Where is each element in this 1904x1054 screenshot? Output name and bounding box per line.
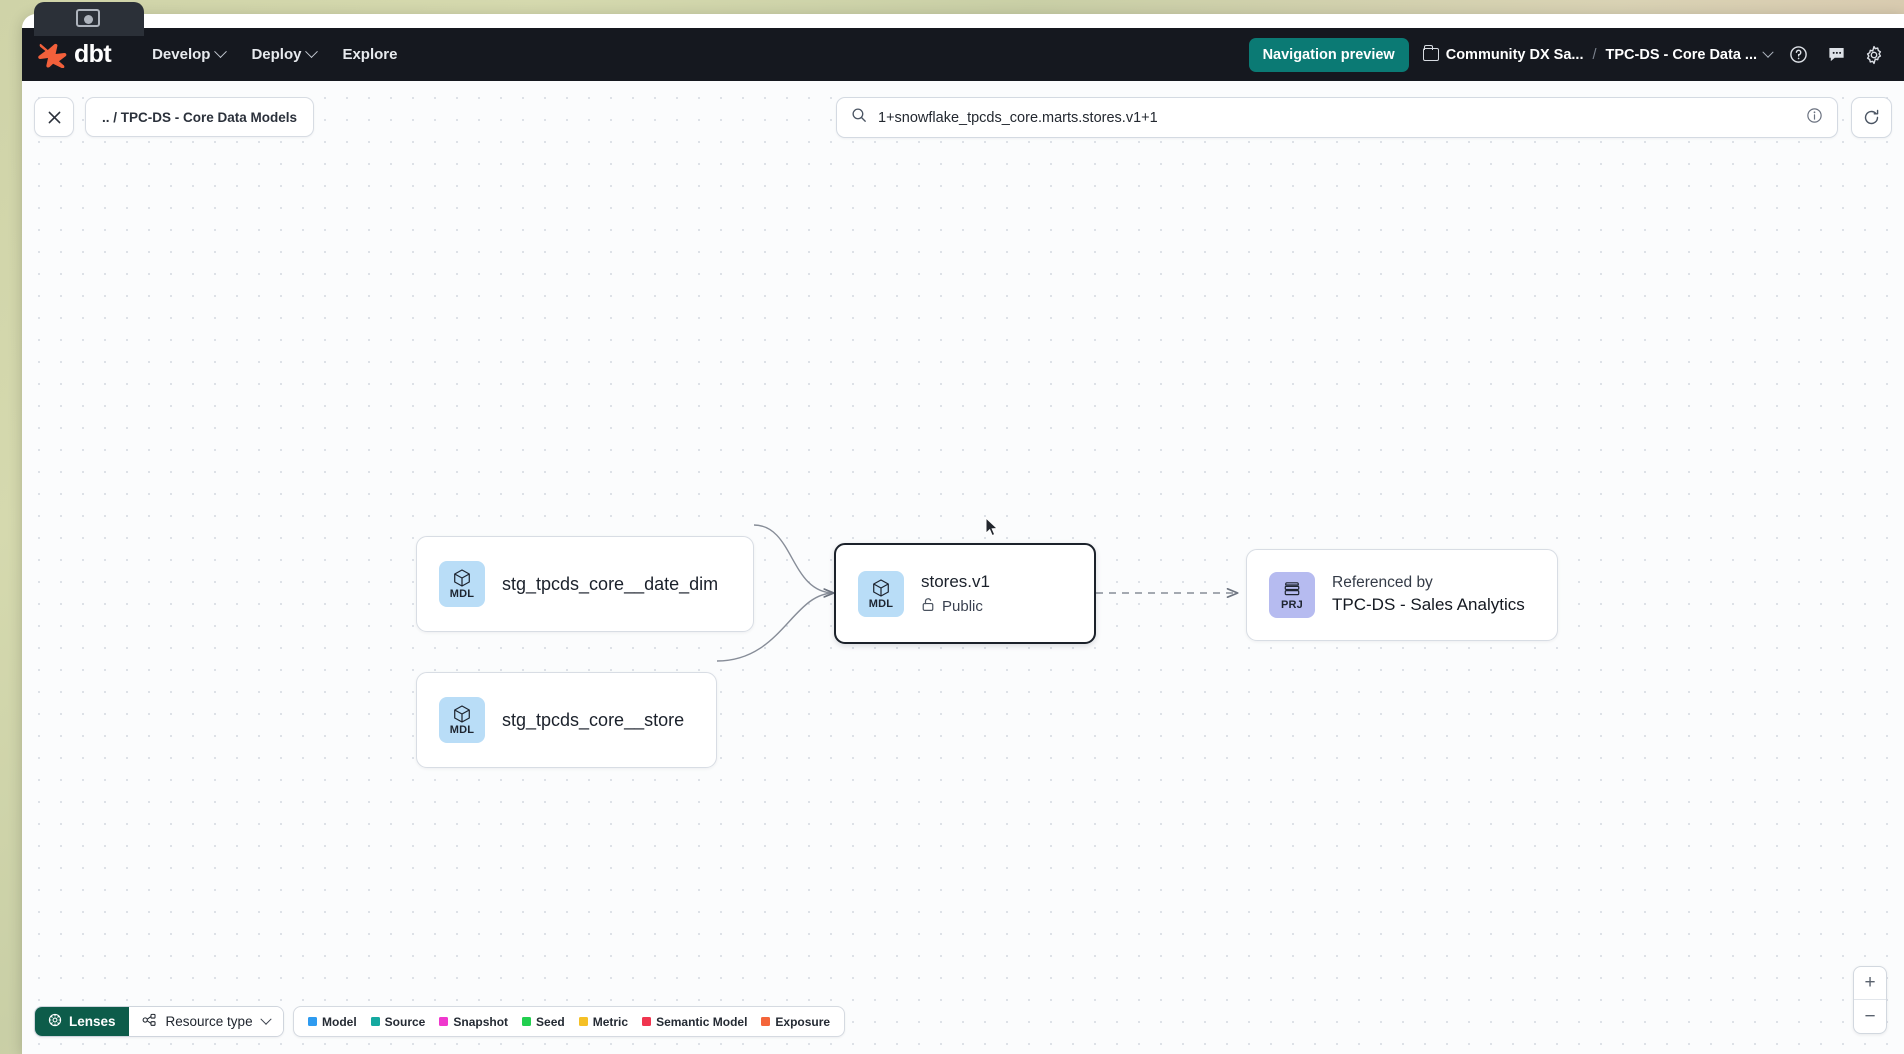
node-type-badge-label: MDL <box>449 724 475 736</box>
nav-item-deploy[interactable]: Deploy <box>240 39 327 70</box>
folder-icon <box>1422 45 1439 61</box>
graph-node-stg-tpcds-core-date-dim[interactable]: MDL stg_tpcds_core__date_dim <box>416 536 754 632</box>
node-type-badge-mdl: MDL <box>439 697 485 743</box>
lenses-button-label: Lenses <box>69 1014 116 1029</box>
gear-icon[interactable] <box>1862 43 1886 67</box>
resource-type-legend: Model Source Snapshot Seed Metric Semant… <box>293 1006 846 1037</box>
browser-tab-nub[interactable] <box>34 2 144 36</box>
node-title: TPC-DS - Sales Analytics <box>1332 594 1525 614</box>
legend-label: Exposure <box>775 1014 831 1029</box>
lineage-search-bar[interactable] <box>836 97 1838 138</box>
breadcrumb-account[interactable]: Community DX Sa... <box>1422 45 1584 63</box>
legend-item-model: Model <box>308 1015 357 1029</box>
feedback-icon[interactable] <box>1824 43 1848 67</box>
zoom-controls: + − <box>1853 966 1887 1034</box>
lens-icon <box>48 1013 62 1030</box>
node-type-badge-prj: PRJ <box>1269 572 1315 618</box>
zoom-out-button[interactable]: − <box>1864 1005 1876 1027</box>
chevron-down-icon <box>1762 46 1774 58</box>
chevron-down-icon <box>305 45 319 59</box>
primary-nav: Develop Deploy Explore <box>141 39 408 70</box>
edge-date-dim-to-stores <box>753 524 835 598</box>
legend-item-seed: Seed <box>522 1015 565 1029</box>
nav-item-develop-label: Develop <box>152 46 211 63</box>
legend-item-source: Source <box>370 1014 426 1029</box>
window-icon <box>76 9 100 27</box>
nav-item-explore[interactable]: Explore <box>331 39 408 70</box>
unlock-icon <box>921 597 935 616</box>
app-window: dbt Develop Deploy Explore Navigation pr… <box>22 14 1904 1054</box>
node-access-label: Public <box>942 597 983 615</box>
navigation-preview-button[interactable]: Navigation preview <box>1248 37 1409 72</box>
graph-node-stores-v1[interactable]: MDL stores.v1 Public <box>834 543 1096 644</box>
breadcrumb-path-chip[interactable]: .. / TPC-DS - Core Data Models <box>85 97 315 137</box>
refresh-button[interactable] <box>1851 97 1892 138</box>
node-type-badge-label: MDL <box>449 588 475 600</box>
node-type-badge-mdl: MDL <box>439 561 485 607</box>
node-title: stores.v1 <box>921 571 990 591</box>
chevron-down-icon <box>259 1013 272 1025</box>
legend-swatch <box>642 1017 652 1026</box>
search-icon <box>851 107 867 128</box>
breadcrumb-project[interactable]: TPC-DS - Core Data ... <box>1605 46 1774 63</box>
legend-label: Seed <box>536 1014 565 1029</box>
graph-node-stg-tpcds-core-store[interactable]: MDL stg_tpcds_core__store <box>416 672 717 768</box>
lenses-button[interactable]: Lenses <box>35 1007 129 1036</box>
breadcrumb-project-label: TPC-DS - Core Data ... <box>1605 46 1757 63</box>
top-navigation-bar: dbt Develop Deploy Explore Navigation pr… <box>22 28 1904 81</box>
graph-node-referenced-by-project[interactable]: PRJ Referenced by TPC-DS - Sales Analyti… <box>1246 549 1558 641</box>
legend-label: Source <box>384 1014 426 1029</box>
node-kicker: Referenced by <box>1332 574 1433 592</box>
legend-label: Model <box>322 1014 357 1029</box>
nav-item-develop[interactable]: Develop <box>141 39 236 70</box>
legend-swatch <box>761 1017 771 1026</box>
graph-nodes-icon <box>142 1013 157 1030</box>
node-type-badge-label: MDL <box>868 597 894 610</box>
dbt-logo[interactable]: dbt <box>38 40 112 69</box>
legend-swatch <box>522 1017 532 1026</box>
dbt-logo-text: dbt <box>74 40 112 68</box>
breadcrumb: Community DX Sa... / TPC-DS - Core Data … <box>1422 45 1774 63</box>
help-circle-icon[interactable] <box>1786 43 1810 67</box>
legend-swatch <box>439 1017 449 1026</box>
legend-label: Snapshot <box>453 1014 509 1029</box>
legend-swatch <box>578 1017 588 1026</box>
legend-item-metric: Metric <box>578 1014 629 1029</box>
legend-item-semantic-model: Semantic Model <box>642 1015 747 1029</box>
node-text-column: Referenced by TPC-DS - Sales Analytics <box>1332 573 1525 617</box>
zoom-in-button[interactable]: + <box>1854 967 1886 1000</box>
node-type-badge-mdl: MDL <box>858 570 904 617</box>
legend-label: Metric <box>592 1014 629 1029</box>
nav-item-explore-label: Explore <box>342 46 398 63</box>
legend-label: Semantic Model <box>656 1014 748 1029</box>
node-access-row: Public <box>921 597 990 616</box>
breadcrumb-separator: / <box>1592 46 1597 63</box>
search-input[interactable] <box>878 109 1795 126</box>
nav-right-group: Navigation preview Community DX Sa... / … <box>1248 37 1886 72</box>
nav-item-deploy-label: Deploy <box>251 46 302 63</box>
legend-swatch <box>308 1017 317 1026</box>
node-title: stg_tpcds_core__store <box>502 709 685 730</box>
info-icon[interactable] <box>1806 107 1823 129</box>
dbt-logo-mark <box>38 42 68 68</box>
legend-swatch <box>370 1017 380 1026</box>
legend-item-snapshot: Snapshot <box>439 1015 508 1029</box>
lineage-canvas[interactable]: .. / TPC-DS - Core Data Models <box>22 81 1904 1054</box>
resource-type-label: Resource type <box>165 1014 253 1029</box>
node-title: stg_tpcds_core__date_dim <box>502 573 719 594</box>
legend-item-exposure: Exposure <box>761 1015 830 1029</box>
breadcrumb-account-label: Community DX Sa... <box>1445 46 1584 63</box>
resource-type-dropdown[interactable]: Resource type <box>128 1007 283 1036</box>
close-lineage-button[interactable] <box>34 97 74 137</box>
lineage-graph: MDL stg_tpcds_core__date_dim MDL stg_tpc… <box>22 81 1904 1054</box>
chevron-down-icon <box>214 45 228 59</box>
lenses-control-group: Lenses Resource type <box>34 1006 284 1037</box>
node-type-badge-label: PRJ <box>1281 599 1303 611</box>
node-text-column: stores.v1 Public <box>921 572 990 616</box>
